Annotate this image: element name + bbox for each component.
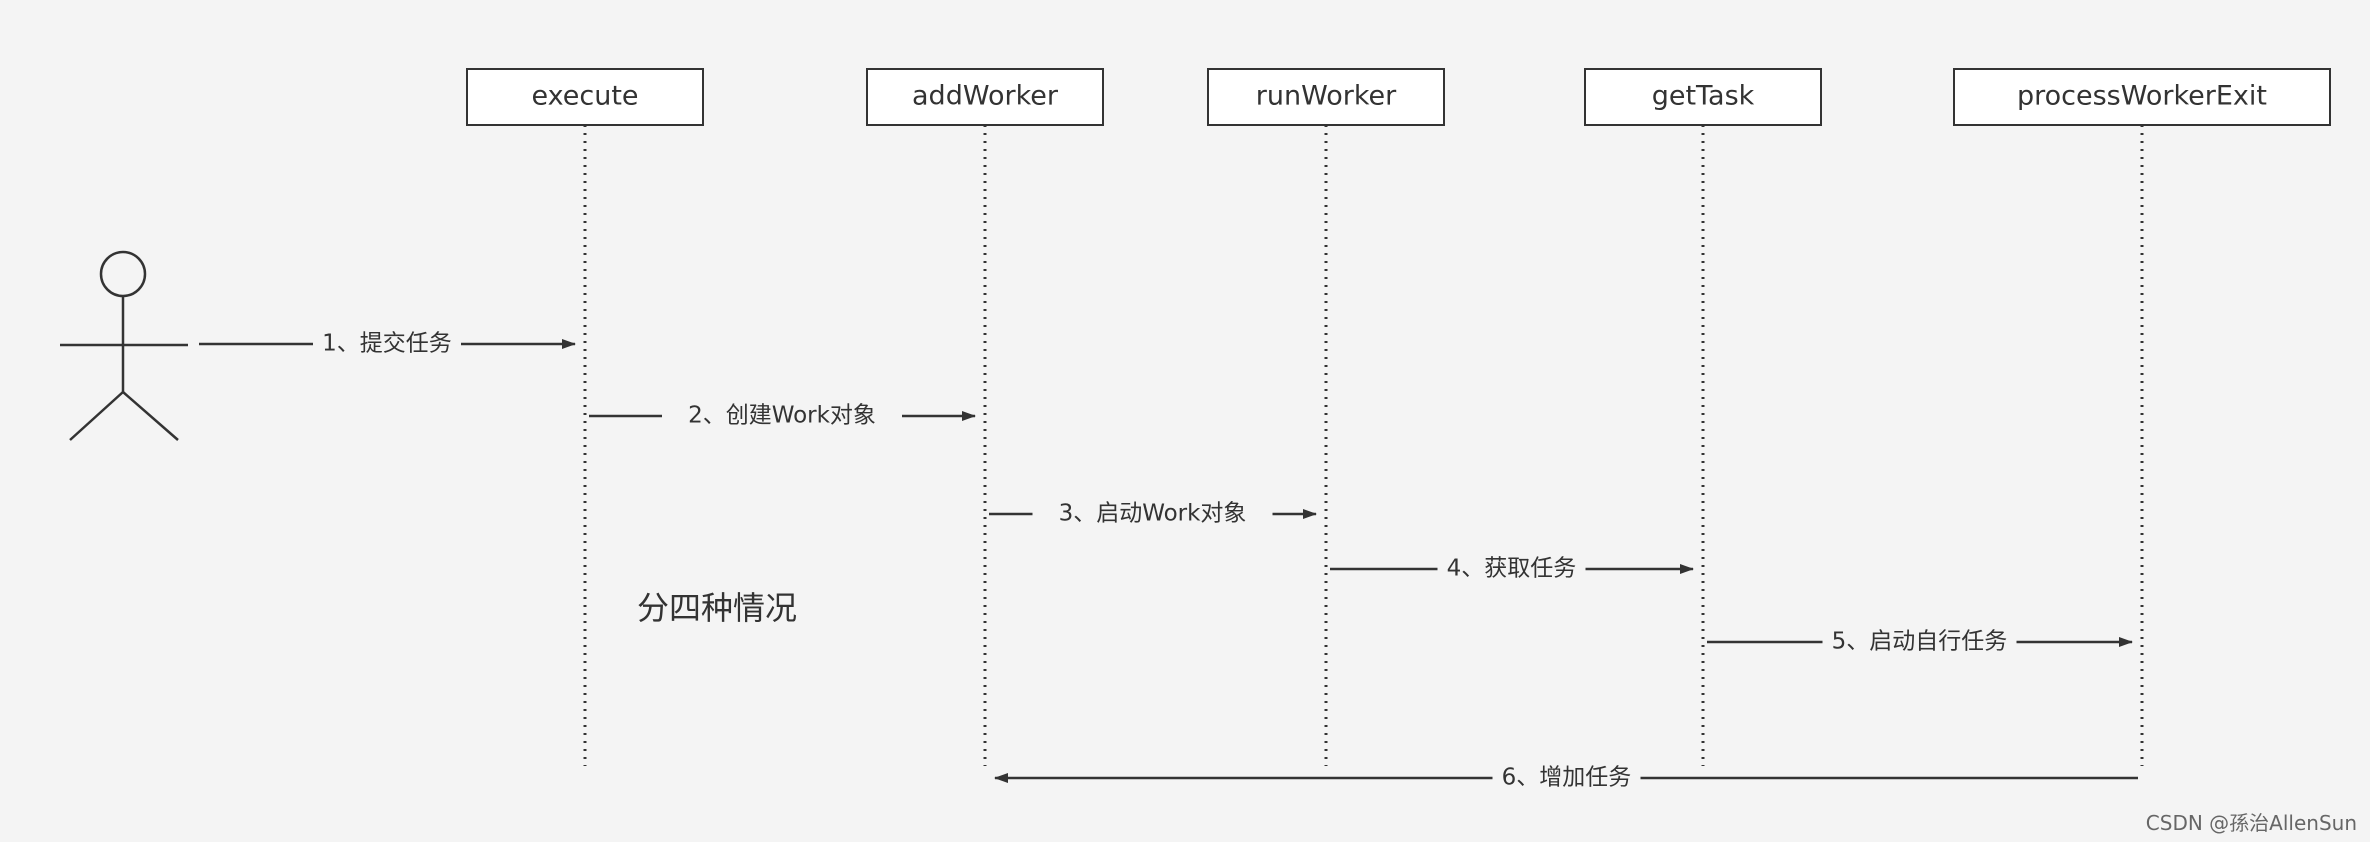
message-label-5: 5、启动自行任务 <box>1832 629 2008 655</box>
lifeline-box-processWorkerExit <box>1953 68 2331 126</box>
message-3: 3、启动Work对象 <box>989 499 1317 529</box>
message-label-background-5 <box>1822 627 2017 657</box>
lifeline-label-execute: execute <box>531 81 638 112</box>
message-5: 5、启动自行任务 <box>1707 627 2133 657</box>
lifeline-getTask: getTask <box>1584 68 1822 766</box>
message-2: 2、创建Work对象 <box>589 401 976 431</box>
lifeline-addWorker: addWorker <box>866 68 1104 766</box>
lifeline-box-runWorker <box>1207 68 1445 126</box>
message-label-2: 2、创建Work对象 <box>688 403 876 429</box>
message-label-background-3 <box>1032 499 1273 529</box>
lifeline-box-execute <box>466 68 704 126</box>
message-label-6: 6、增加任务 <box>1502 765 1632 791</box>
message-label-background-2 <box>662 401 902 431</box>
actor-figure <box>60 250 188 441</box>
lifeline-execute: execute <box>466 68 704 766</box>
lifeline-processWorkerExit: processWorkerExit <box>1953 68 2331 766</box>
lifeline-box-getTask <box>1584 68 1822 126</box>
message-label-4: 4、获取任务 <box>1447 556 1577 582</box>
lifeline-label-addWorker: addWorker <box>912 81 1059 112</box>
message-label-1: 1、提交任务 <box>322 331 452 357</box>
note-text: 分四种情况 <box>637 589 797 627</box>
message-1: 1、提交任务 <box>199 329 576 359</box>
message-4: 4、获取任务 <box>1330 554 1694 584</box>
message-label-background-1 <box>313 329 461 359</box>
watermark: CSDN @孫治AllenSun <box>2146 811 2357 835</box>
message-label-background-4 <box>1437 554 1586 584</box>
lifeline-runWorker: runWorker <box>1207 68 1445 766</box>
lifeline-label-processWorkerExit: processWorkerExit <box>2017 81 2267 112</box>
actor-left-leg <box>69 391 124 441</box>
message-label-3: 3、启动Work对象 <box>1059 501 1247 527</box>
lifeline-label-runWorker: runWorker <box>1256 81 1397 112</box>
actor-head <box>99 250 147 298</box>
message-label-background-6 <box>1492 763 1641 793</box>
message-6: 6、增加任务 <box>994 763 2138 793</box>
lifeline-label-getTask: getTask <box>1652 81 1755 112</box>
actor-right-leg <box>122 391 179 441</box>
